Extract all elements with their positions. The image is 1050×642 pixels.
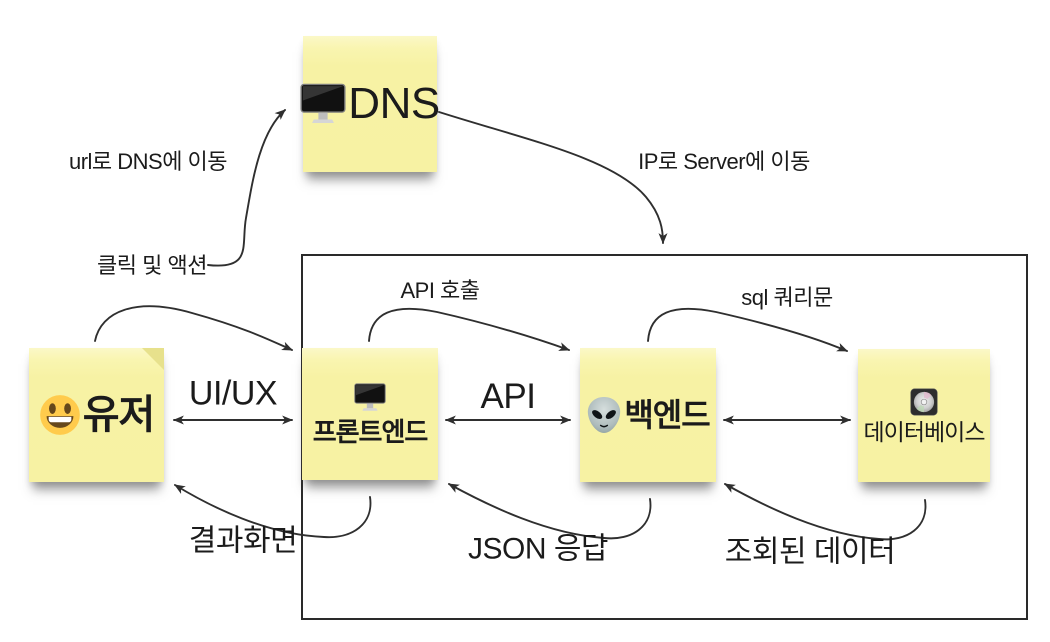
node-database: 데이터베이스 <box>858 349 990 482</box>
edge-label-sql-query: sql 쿼리문 <box>741 284 833 310</box>
arrow-dns-to-server <box>438 111 668 245</box>
grinning-face-icon <box>39 394 81 436</box>
node-database-label: 데이터베이스 <box>863 418 986 445</box>
arrow-user-to-frontend <box>94 305 294 351</box>
arrow-user-to-dns <box>207 109 286 267</box>
edge-label-result-screen: 결과화면 <box>188 524 298 558</box>
edge-label-retrieved-data: 조회된 데이터 <box>724 535 896 569</box>
edge-label-url-to-dns: url로 DNS에 이동 <box>68 148 228 174</box>
node-backend: 백엔드 <box>580 348 716 482</box>
computer-disk-icon <box>910 387 938 416</box>
desktop-computer-icon <box>300 83 346 125</box>
node-frontend-label: 프론트엔드 <box>312 417 429 447</box>
edge-label-json-response: JSON 응답 <box>467 532 609 566</box>
node-frontend: 프론트엔드 <box>302 348 438 480</box>
node-user: 유저 <box>29 348 164 482</box>
node-dns-label: DNS <box>348 79 440 128</box>
node-user-label: 유저 <box>82 393 156 437</box>
node-backend-label: 백엔드 <box>624 397 710 433</box>
node-dns: DNS <box>300 36 440 172</box>
desktop-computer-icon <box>354 383 386 412</box>
alien-face-icon <box>586 396 622 434</box>
edge-label-click-action: 클릭 및 액션 <box>97 252 207 278</box>
edge-label-api-call: API 호출 <box>400 277 480 303</box>
edge-label-api: API <box>480 376 536 416</box>
edge-label-ip-to-server: IP로 Server에 이동 <box>638 148 810 174</box>
edge-label-uiux: UI/UX <box>188 374 278 413</box>
